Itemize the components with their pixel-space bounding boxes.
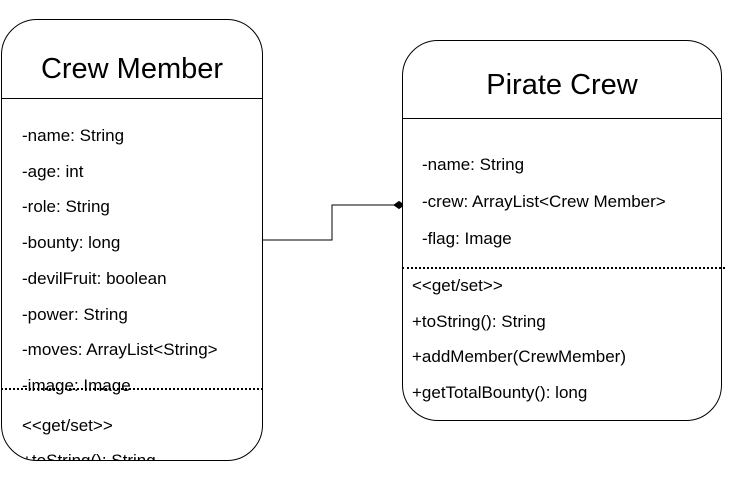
attribute-power: -power: String — [22, 305, 128, 324]
attribute-role: -role: String — [22, 197, 110, 216]
attribute-image: -image: Image — [22, 376, 131, 395]
title-divider — [2, 98, 262, 99]
class-crew-member[interactable]: Crew Member -name: String -age: int -rol… — [1, 19, 263, 461]
class-title: Crew Member — [40, 53, 224, 85]
attribute-crew: -crew: ArrayList<Crew Member> — [422, 192, 666, 211]
attribute-name: -name: String — [422, 155, 525, 174]
method-to-string: +toString(): String — [412, 312, 546, 331]
attribute-age: -age: int — [22, 162, 84, 181]
method-to-string: +toString(): String — [22, 451, 156, 461]
method-get-set: <<get/set>> — [22, 416, 113, 435]
attribute-flag: -flag: Image — [422, 229, 512, 248]
method-get-total-bounty: +getTotalBounty(): long — [412, 383, 588, 402]
pirate-crew-section-divider — [402, 267, 725, 269]
method-get-set: <<get/set>> — [412, 276, 503, 295]
attribute-moves: -moves: ArrayList<String> — [22, 340, 218, 359]
attribute-devil-fruit: -devilFruit: boolean — [22, 269, 167, 288]
method-add-member: +addMember(CrewMember) — [412, 347, 626, 366]
title-divider — [403, 118, 721, 119]
attribute-bounty: -bounty: long — [22, 233, 121, 252]
composition-line — [263, 204, 394, 241]
attribute-name: -name: String — [22, 126, 125, 145]
class-title: Pirate Crew — [486, 69, 638, 101]
class-pirate-crew[interactable]: Pirate Crew -name: String -crew: ArrayLi… — [402, 40, 722, 421]
crew-member-section-divider — [1, 388, 263, 390]
